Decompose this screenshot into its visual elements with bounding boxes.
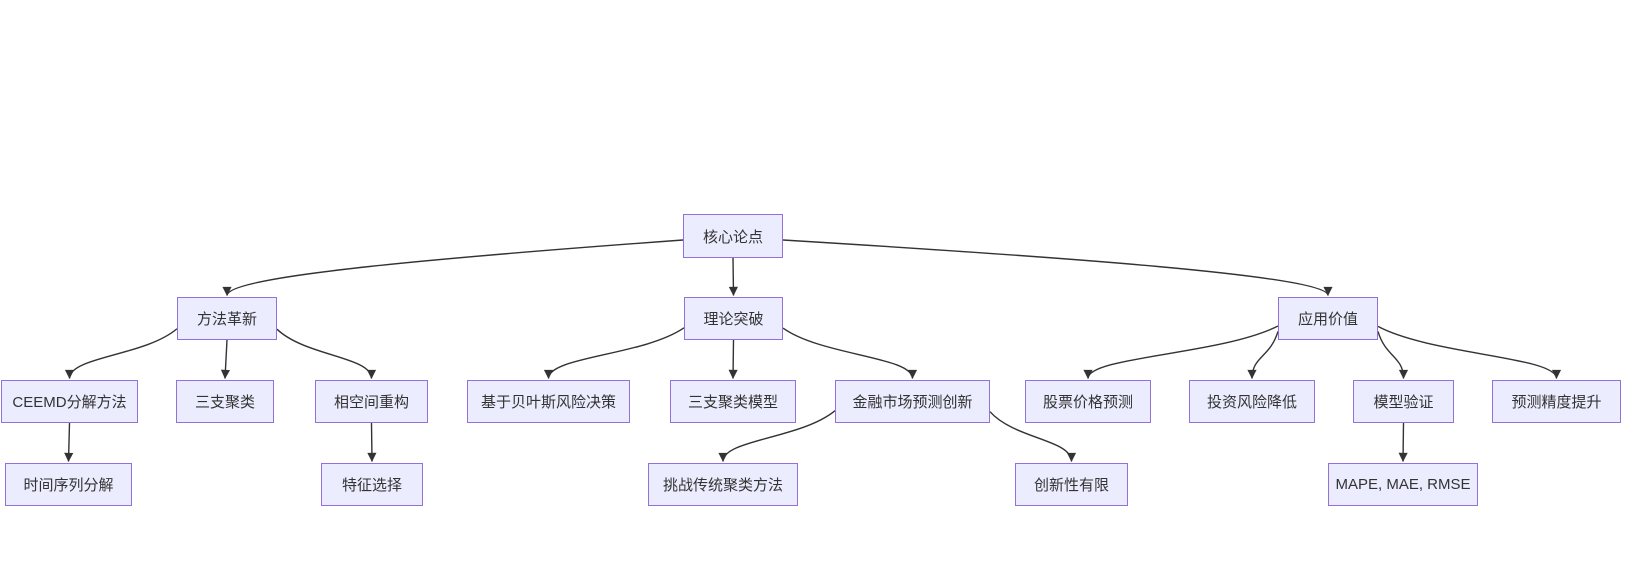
node-core: 核心论点 xyxy=(683,214,783,258)
node-precision-improve: 预测精度提升 xyxy=(1492,380,1621,423)
node-ts-decomposition: 时间序列分解 xyxy=(5,463,132,506)
edge-theory-to-bayes-risk xyxy=(543,327,685,380)
node-method: 方法革新 xyxy=(177,297,277,340)
node-label: MAPE, MAE, RMSE xyxy=(1335,476,1471,493)
node-label: 金融市场预测创新 xyxy=(852,394,973,411)
node-label: 三支聚类模型 xyxy=(687,394,778,411)
node-ceemd: CEEMD分解方法 xyxy=(1,380,138,423)
node-feature-selection: 特征选择 xyxy=(321,463,423,506)
node-label: 挑战传统聚类方法 xyxy=(662,477,783,494)
node-phase-space: 相空间重构 xyxy=(315,380,428,423)
edge-application-to-precision-improve xyxy=(1377,325,1562,380)
node-label: 理论突破 xyxy=(703,311,764,328)
node-label: 相空间重构 xyxy=(333,394,409,411)
edge-theory-to-fin-innovation xyxy=(782,327,918,380)
node-label: 预测精度提升 xyxy=(1511,394,1602,411)
edge-method-to-ceemd xyxy=(64,328,178,380)
edge-application-to-model-validation xyxy=(1377,331,1409,380)
node-label: 核心论点 xyxy=(702,228,763,246)
node-label: 三支聚类 xyxy=(194,394,255,411)
edge-core-to-method xyxy=(222,239,684,297)
node-label: 基于贝叶斯风险决策 xyxy=(480,394,616,411)
node-limited-innovation: 创新性有限 xyxy=(1015,463,1128,506)
node-label: 创新性有限 xyxy=(1033,477,1109,494)
node-model-validation: 模型验证 xyxy=(1353,380,1454,423)
edge-method-to-phase-space xyxy=(276,328,377,380)
node-challenge-methods: 挑战传统聚类方法 xyxy=(648,463,798,506)
edge-model-validation-to-metrics xyxy=(1398,422,1408,463)
node-label: 特征选择 xyxy=(341,477,402,494)
edge-phase-space-to-feature-selection xyxy=(367,422,377,463)
edge-group xyxy=(64,239,1562,463)
node-fin-innovation: 金融市场预测创新 xyxy=(835,380,990,423)
node-label: 投资风险降低 xyxy=(1206,394,1297,411)
node-label: 应用价值 xyxy=(1297,311,1358,328)
node-three-way-clustering: 三支聚类 xyxy=(176,380,274,423)
node-label: 股票价格预测 xyxy=(1042,394,1133,411)
edge-core-to-theory xyxy=(728,257,738,297)
edge-method-to-three-way-clustering xyxy=(220,339,231,380)
node-label: 方法革新 xyxy=(196,311,257,328)
edge-application-to-invest-risk xyxy=(1247,331,1279,380)
node-invest-risk: 投资风险降低 xyxy=(1189,380,1315,423)
node-twc-model: 三支聚类模型 xyxy=(670,380,796,423)
edge-core-to-application xyxy=(782,239,1333,297)
node-label: 时间序列分解 xyxy=(23,477,114,494)
node-metrics: MAPE, MAE, RMSE xyxy=(1328,463,1478,506)
node-label: CEEMD分解方法 xyxy=(12,394,127,411)
edge-ceemd-to-ts-decomposition xyxy=(64,422,74,463)
node-theory: 理论突破 xyxy=(684,297,783,340)
node-stock-prediction: 股票价格预测 xyxy=(1025,380,1151,423)
node-bayes-risk: 基于贝叶斯风险决策 xyxy=(467,380,630,423)
edge-theory-to-twc-model xyxy=(728,339,738,380)
node-application: 应用价值 xyxy=(1278,297,1378,340)
node-label: 模型验证 xyxy=(1373,394,1434,411)
edge-application-to-stock-prediction xyxy=(1083,325,1279,380)
